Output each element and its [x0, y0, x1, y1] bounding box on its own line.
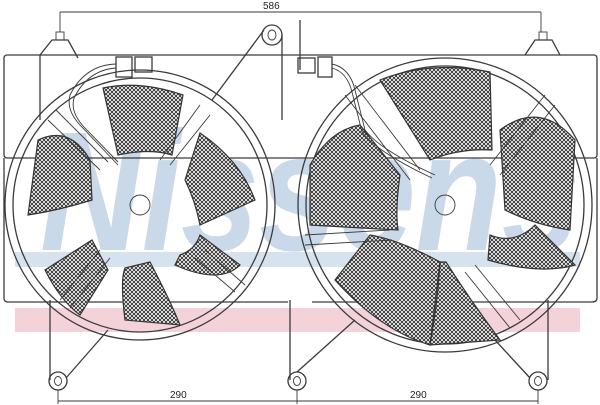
top-mounts [39, 24, 561, 120]
left-fan [4, 69, 276, 341]
left-fan-hub [129, 194, 151, 216]
shroud-frame [3, 20, 598, 380]
connectors [68, 56, 436, 179]
right-connector [297, 57, 316, 74]
watermark: Nissens [15, 97, 580, 332]
overall-width-label: 586 [263, 1, 280, 12]
left-spacing-label: 290 [170, 390, 187, 401]
right-fan [297, 57, 593, 353]
right-spacing-label: 290 [410, 390, 427, 401]
bottom-mounts [48, 319, 548, 391]
right-fan-hub [434, 194, 456, 216]
left-connector [115, 56, 133, 78]
dimensions: 586 290 290 [57, 1, 542, 404]
